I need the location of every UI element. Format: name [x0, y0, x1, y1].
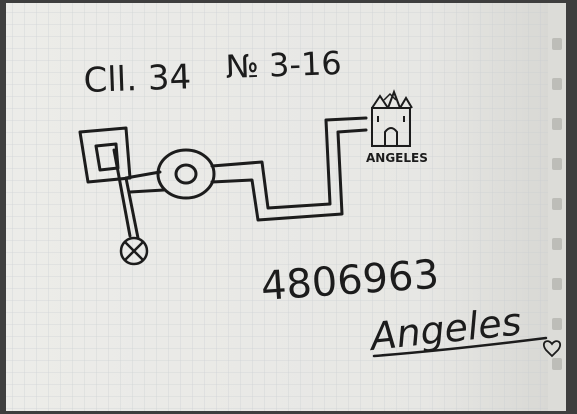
address-number: № 3-16: [225, 44, 342, 86]
route-map: [78, 116, 368, 240]
signature-underline: [372, 336, 548, 358]
roundabout-icon: [156, 148, 216, 200]
landmark-label: ANGELES: [366, 151, 428, 165]
heart-icon: [542, 340, 562, 358]
address-street: Cll. 34: [83, 57, 192, 101]
crossed-circle-marker-icon: [119, 236, 149, 266]
castle-icon: [371, 89, 413, 147]
